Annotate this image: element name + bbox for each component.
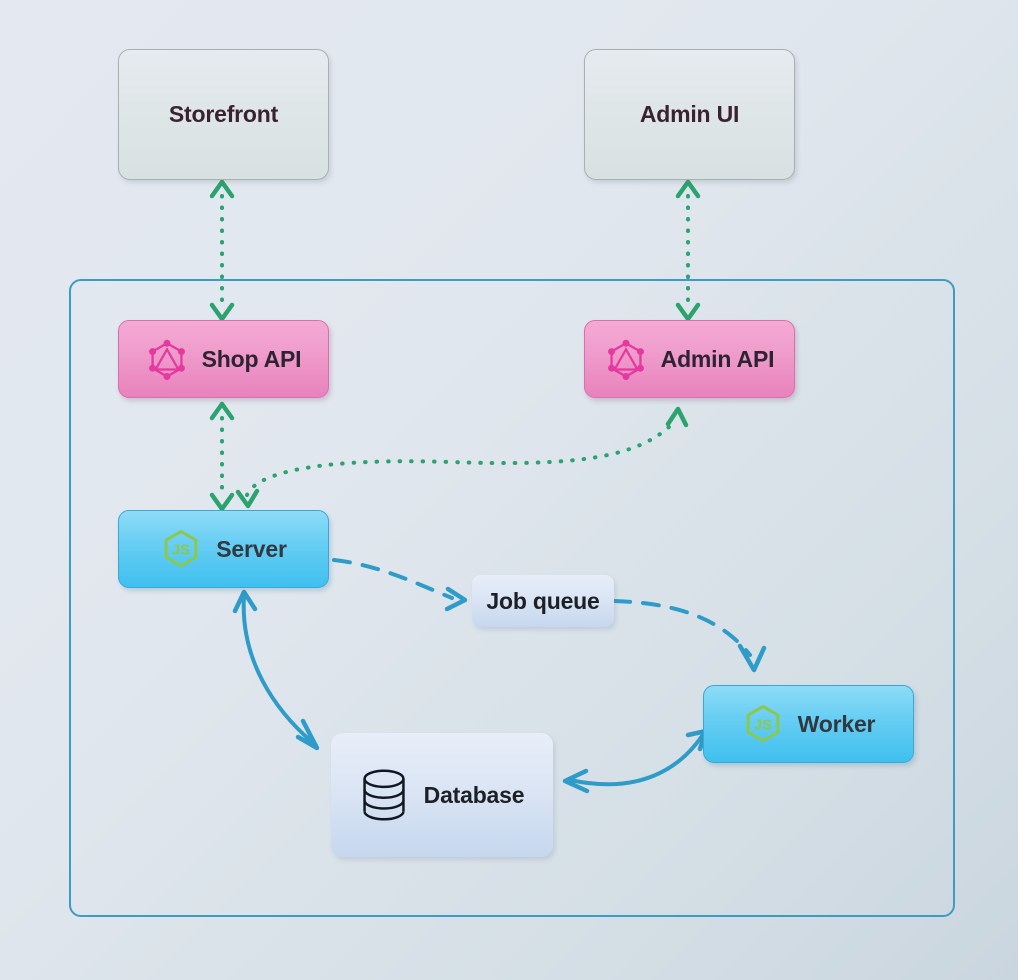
node-admin-api-label: Admin API	[660, 345, 775, 372]
node-admin-api[interactable]: Admin API	[584, 320, 795, 398]
node-admin-ui[interactable]: Admin UI	[584, 49, 795, 180]
node-server[interactable]: JS Server	[118, 510, 329, 588]
vendure-server-container	[69, 279, 955, 917]
node-shop-api[interactable]: Shop API	[118, 320, 329, 398]
database-icon	[360, 768, 408, 822]
node-admin-ui-label: Admin UI	[639, 101, 740, 127]
nodejs-icon: JS	[160, 528, 202, 570]
node-job-queue[interactable]: Job queue	[472, 575, 614, 627]
nodejs-icon: JS	[742, 703, 784, 745]
graphql-icon	[605, 338, 647, 380]
node-database-label: Database	[423, 781, 525, 808]
node-storefront-label: Storefront	[168, 101, 279, 127]
svg-text:JS: JS	[172, 543, 190, 559]
node-storefront[interactable]: Storefront	[118, 49, 329, 180]
svg-text:JS: JS	[754, 718, 772, 734]
node-worker-label: Worker	[797, 710, 876, 737]
node-shop-api-label: Shop API	[201, 345, 302, 372]
node-database[interactable]: Database	[331, 733, 553, 857]
node-server-label: Server	[216, 535, 287, 562]
node-job-queue-label: Job queue	[486, 587, 600, 614]
graphql-icon	[146, 338, 188, 380]
node-worker[interactable]: JS Worker	[703, 685, 914, 763]
